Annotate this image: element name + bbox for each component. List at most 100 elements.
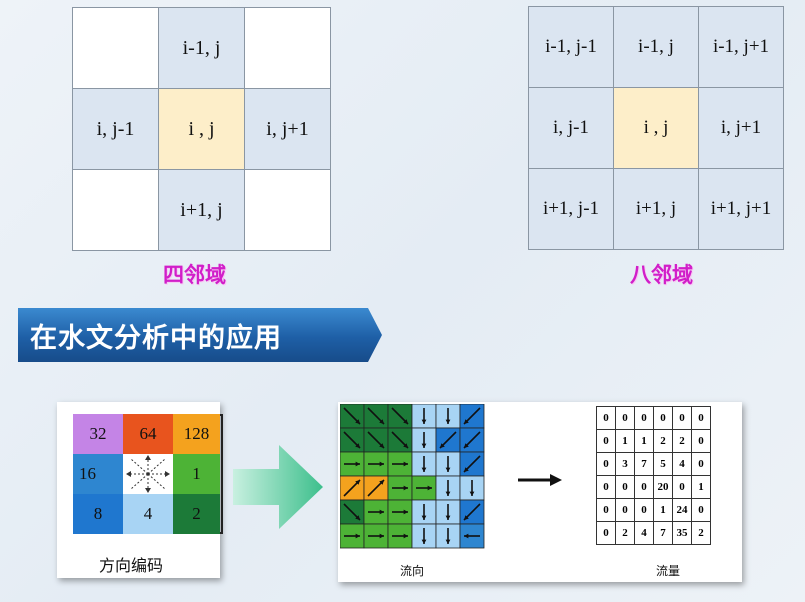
section-banner-title: 在水文分析中的应用 bbox=[30, 323, 282, 354]
flow-arrowhead bbox=[403, 533, 408, 539]
accumulation-cell: 2 bbox=[672, 429, 692, 453]
accumulation-cell: 0 bbox=[672, 475, 692, 499]
flow-arrowhead bbox=[379, 480, 384, 485]
direction-code-label: 方向编码 bbox=[99, 556, 164, 575]
code-cell-ne: 128 bbox=[173, 414, 220, 454]
code-cell-s: 4 bbox=[123, 494, 173, 534]
flow-arrowhead bbox=[403, 443, 408, 448]
grid-cell-center: i , j bbox=[613, 87, 699, 169]
flow-arrowhead bbox=[445, 467, 451, 472]
flow-arrowhead bbox=[355, 443, 360, 448]
grid-cell-right: i, j+1 bbox=[244, 88, 331, 170]
code-cell-w: 16 bbox=[73, 454, 123, 494]
flow-arrowhead bbox=[355, 419, 360, 424]
flow-arrowhead bbox=[445, 491, 451, 496]
flow-arrowhead bbox=[464, 443, 469, 448]
accumulation-cell: 0 bbox=[596, 452, 616, 476]
flow-arrowhead bbox=[355, 515, 360, 520]
accumulation-cell: 5 bbox=[653, 452, 673, 476]
accumulation-cell: 35 bbox=[672, 521, 692, 545]
accumulation-cell: 2 bbox=[653, 429, 673, 453]
flow-arrowhead bbox=[445, 539, 451, 544]
flow-arrowhead bbox=[421, 539, 427, 544]
grid-cell bbox=[72, 7, 159, 89]
accumulation-cell: 0 bbox=[596, 429, 616, 453]
flow-arrowhead bbox=[379, 509, 384, 515]
flow-arrowhead bbox=[403, 509, 408, 515]
grid-cell: i+1, j bbox=[613, 168, 699, 250]
accumulation-cell: 20 bbox=[653, 475, 673, 499]
flow-arrowhead bbox=[421, 443, 427, 448]
accumulation-cell: 0 bbox=[634, 406, 654, 430]
flow-arrowhead bbox=[440, 443, 445, 448]
flow-arrowhead bbox=[427, 485, 432, 491]
accumulation-cell: 0 bbox=[634, 475, 654, 499]
accumulation-cell: 0 bbox=[596, 521, 616, 545]
grid-cell: i+1, j-1 bbox=[528, 168, 614, 250]
flow-arrowhead bbox=[379, 443, 384, 448]
accumulation-cell: 4 bbox=[672, 452, 692, 476]
accumulation-cell: 0 bbox=[596, 475, 616, 499]
flow-arrowhead bbox=[355, 533, 360, 539]
accumulation-cell: 0 bbox=[615, 498, 635, 522]
grid-cell-top: i-1, j bbox=[158, 7, 245, 89]
flow-direction-grid bbox=[340, 404, 485, 549]
section-banner bbox=[18, 308, 382, 362]
grid-cell: i-1, j bbox=[613, 6, 699, 88]
accumulation-cell: 0 bbox=[691, 452, 711, 476]
accumulation-cell: 7 bbox=[653, 521, 673, 545]
flow-arrowhead bbox=[403, 485, 408, 491]
accumulation-cell: 0 bbox=[596, 406, 616, 430]
accumulation-cell: 0 bbox=[691, 406, 711, 430]
grid-cell bbox=[72, 169, 159, 251]
accumulation-cell: 1 bbox=[634, 429, 654, 453]
accumulation-cell: 1 bbox=[653, 498, 673, 522]
grid-cell: i, j-1 bbox=[528, 87, 614, 169]
grid-cell: i-1, j-1 bbox=[528, 6, 614, 88]
flow-arrowhead bbox=[421, 467, 427, 472]
flow-arrowhead bbox=[379, 533, 384, 539]
grid-cell: i, j+1 bbox=[698, 87, 784, 169]
accumulation-cell: 0 bbox=[672, 406, 692, 430]
accumulation-cell: 0 bbox=[691, 429, 711, 453]
accumulation-cell: 3 bbox=[615, 452, 635, 476]
accumulation-cell: 1 bbox=[615, 429, 635, 453]
grid-cell-bottom: i+1, j bbox=[158, 169, 245, 251]
flow-arrowhead bbox=[379, 461, 384, 467]
flow-arrowhead bbox=[421, 419, 427, 424]
accumulation-cell: 1 bbox=[691, 475, 711, 499]
code-cell-e: 1 bbox=[173, 454, 220, 494]
code-cell-sw: 8 bbox=[73, 494, 123, 534]
grid-cell: i-1, j+1 bbox=[698, 6, 784, 88]
accumulation-cell: 2 bbox=[615, 521, 635, 545]
flow-arrowhead bbox=[445, 515, 451, 520]
flow-arrowhead bbox=[355, 480, 360, 485]
direction-code-card: 32 64 128 16 1 8 4 2 方向编码 bbox=[57, 402, 223, 578]
right-arrow-icon bbox=[233, 445, 323, 529]
flow-arrowhead bbox=[464, 419, 469, 424]
accumulation-cell: 24 bbox=[672, 498, 692, 522]
flow-arrowhead bbox=[403, 461, 408, 467]
flow-arrowhead bbox=[464, 533, 469, 539]
code-cell-se: 2 bbox=[173, 494, 220, 534]
grid-cell-center: i , j bbox=[158, 88, 245, 170]
result-arrow-icon bbox=[518, 474, 562, 486]
flow-arrowhead bbox=[445, 419, 451, 424]
accumulation-cell: 4 bbox=[634, 521, 654, 545]
accumulation-cell: 0 bbox=[691, 498, 711, 522]
flow-accumulation-label: 流量 bbox=[656, 564, 681, 578]
accumulation-cell: 0 bbox=[596, 498, 616, 522]
grid-cell: i+1, j+1 bbox=[698, 168, 784, 250]
grid-cell bbox=[244, 7, 331, 89]
flow-arrowhead bbox=[421, 515, 427, 520]
code-cell-n: 64 bbox=[123, 414, 173, 454]
accumulation-cell: 2 bbox=[691, 521, 711, 545]
accumulation-cell: 0 bbox=[615, 406, 635, 430]
